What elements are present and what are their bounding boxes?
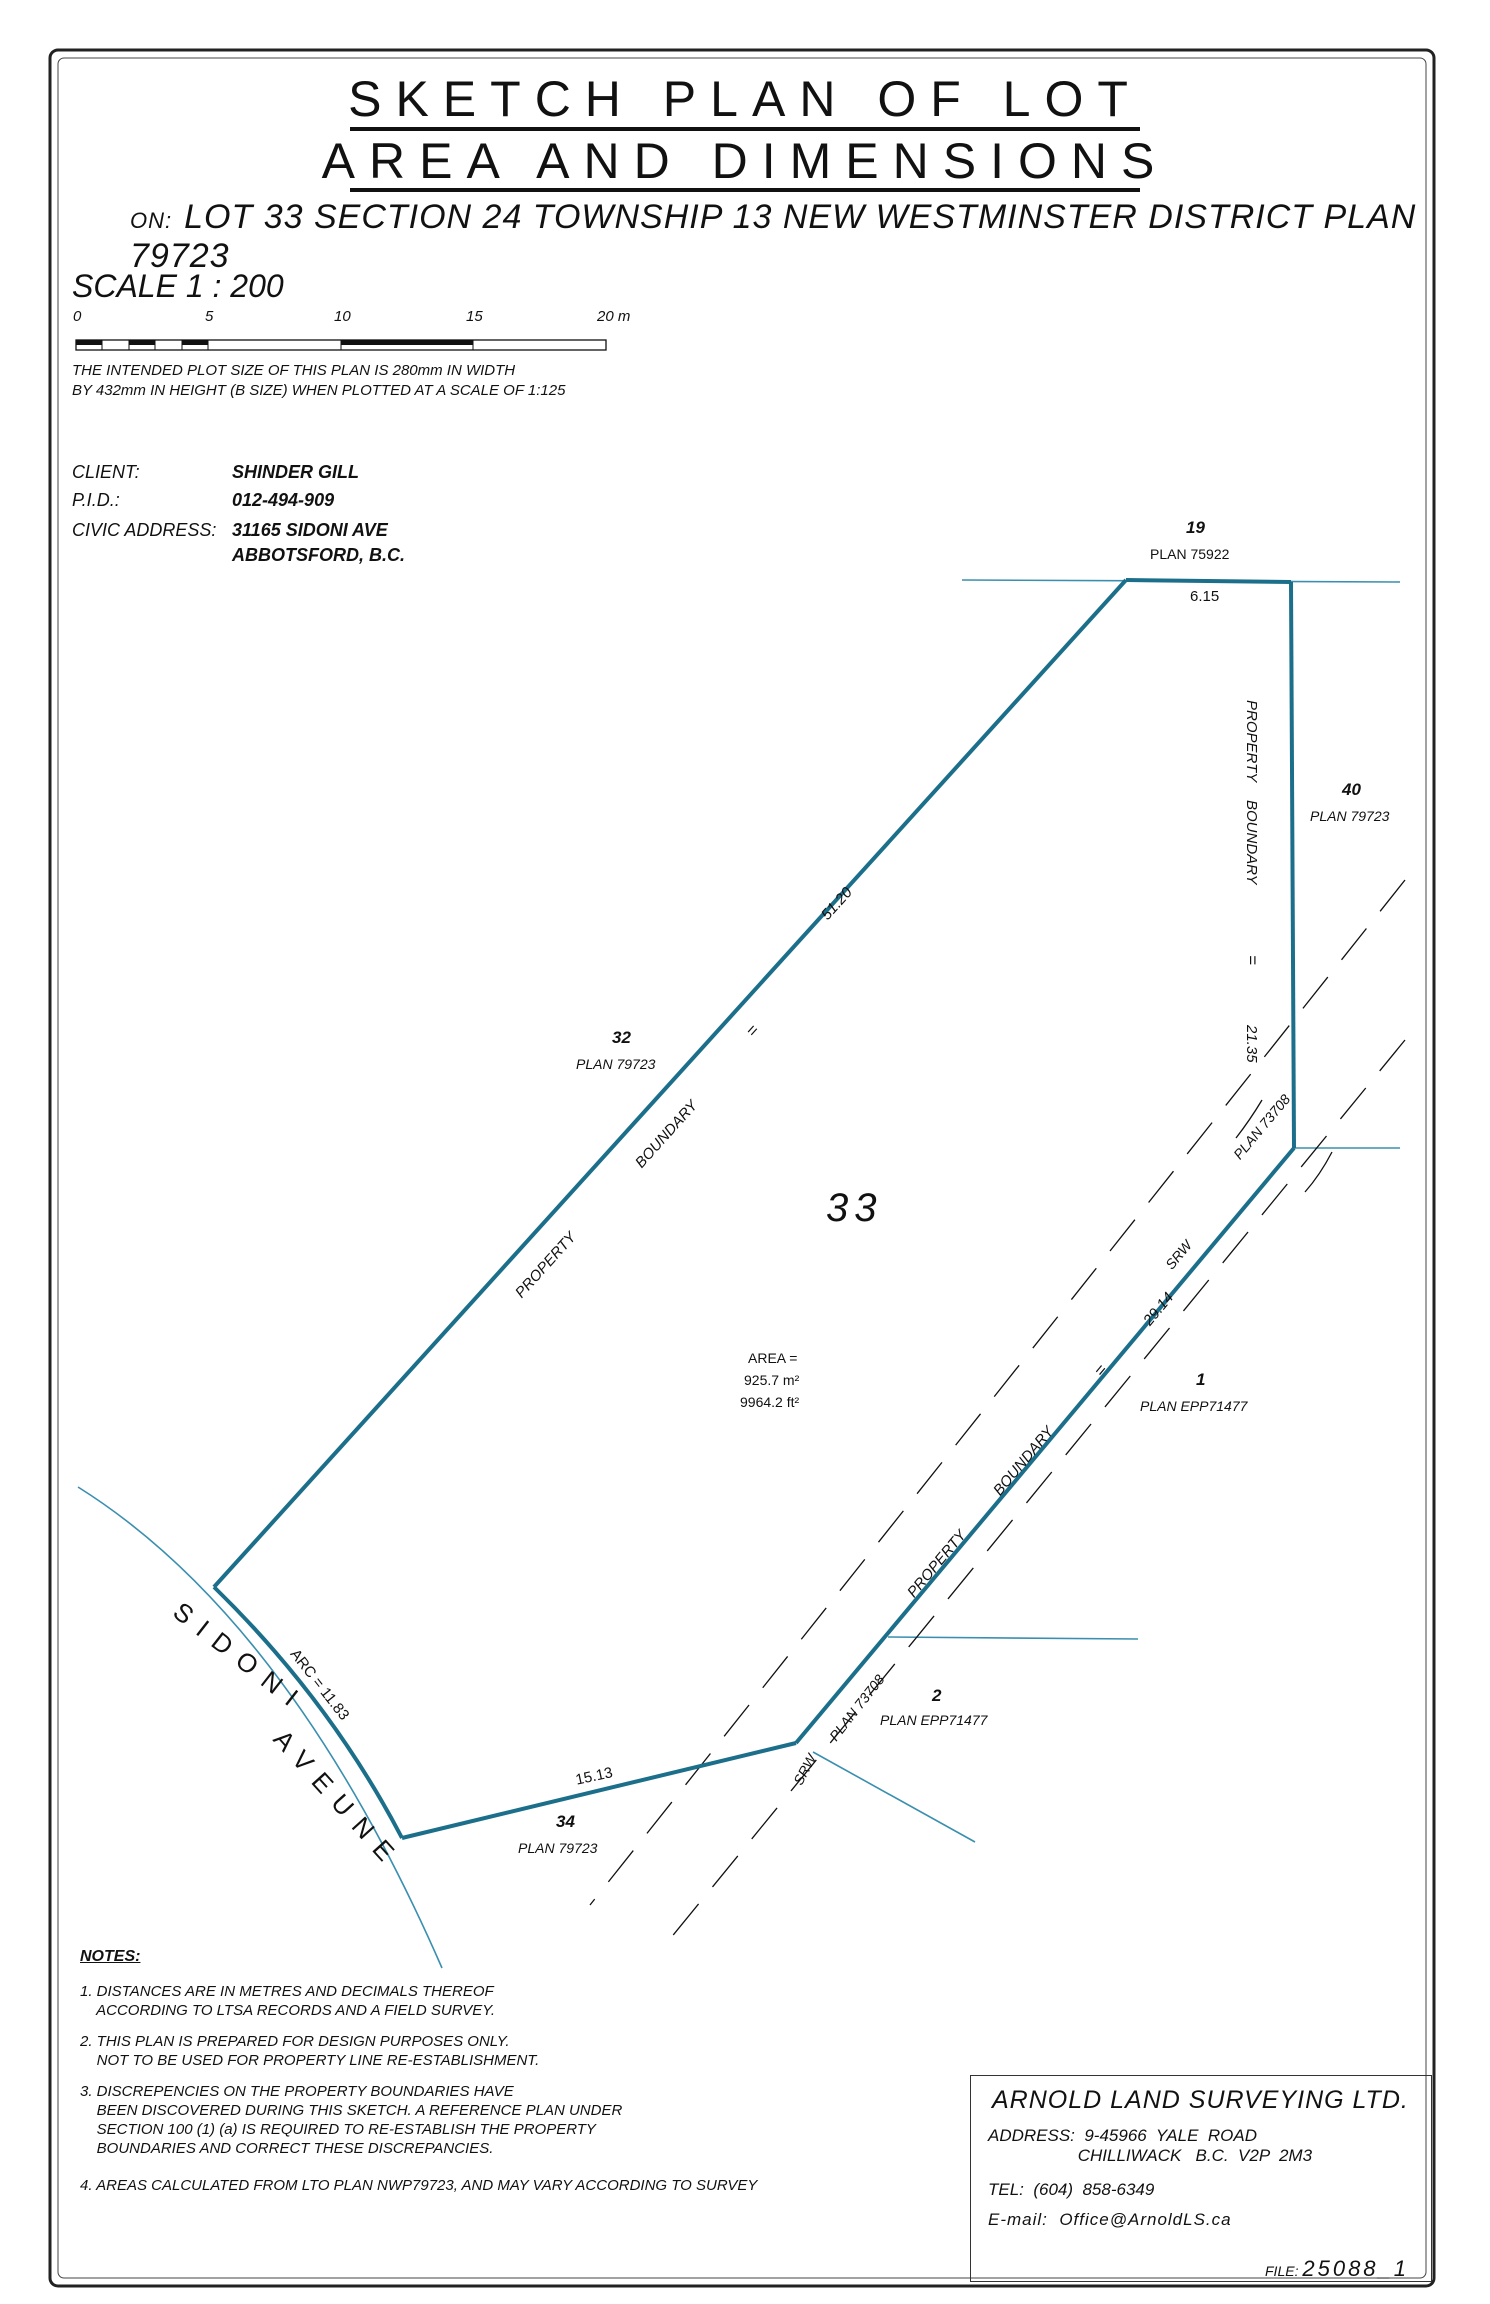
legal-text: LOT 33 SECTION 24 TOWNSHIP 13 NEW WESTMI… — [130, 198, 1417, 275]
note-3: 3. DISCREPENCIES ON THE PROPERTY BOUNDAR… — [80, 2083, 623, 2157]
lot-34-number: 34 — [556, 1812, 575, 1831]
title-line-1: SKETCH PLAN OF LOT — [348, 71, 1142, 127]
note-2: 2. THIS PLAN IS PREPARED FOR DESIGN PURP… — [80, 2033, 540, 2069]
lot-33-boundary — [212, 578, 1296, 1840]
scale-tick-20: 20 m — [597, 308, 631, 325]
civic-value-2: ABBOTSFORD, B.C. — [232, 545, 405, 565]
east-boundary-label: BOUNDARY — [1243, 800, 1260, 885]
plot-size-note-2: BY 432mm IN HEIGHT (B SIZE) WHEN PLOTTED… — [72, 382, 566, 399]
title-underline-2 — [350, 188, 1140, 192]
scale-label: SCALE 1 : 200 — [72, 268, 284, 304]
notes-heading: NOTES: — [80, 1948, 141, 1965]
lot2-line-lower — [812, 1751, 976, 1843]
srw-arcs — [1235, 1099, 1333, 1193]
note-4: 4. AREAS CALCULATED FROM LTO PLAN NWP797… — [80, 2177, 758, 2194]
company-tel: TEL: (604) 858-6349 — [988, 2180, 1155, 2199]
legal-description: ON:LOT 33 SECTION 24 TOWNSHIP 13 NEW WES… — [130, 198, 1490, 276]
se-boundary — [794, 1146, 1296, 1745]
dim-north: 6.15 — [1190, 588, 1220, 605]
outer-frame — [48, 48, 1436, 2288]
lot-2-number: 2 — [932, 1686, 942, 1705]
lot-40-number: 40 — [1342, 780, 1361, 799]
pid-value: 012-494-909 — [232, 490, 335, 510]
east-boundary — [1289, 581, 1296, 1149]
lot-32-number: 32 — [612, 1028, 631, 1047]
pid-label: P.I.D.: — [72, 490, 120, 510]
file-label: FILE: — [1265, 2263, 1299, 2279]
scale-tick-0: 0 — [73, 308, 82, 325]
on-prefix: ON: — [130, 208, 173, 233]
area-label: AREA = — [748, 1350, 798, 1366]
sidoni-ave-curb — [77, 1486, 443, 1969]
scale-tick-15: 15 — [466, 308, 483, 325]
lot-34-plan: PLAN 79723 — [518, 1840, 598, 1856]
plot-size-note-1: THE INTENDED PLOT SIZE OF THIS PLAN IS 2… — [72, 362, 516, 379]
client-label: CLIENT: — [72, 462, 140, 482]
north-boundary — [1125, 578, 1292, 584]
srw-line-upper — [589, 879, 1406, 1906]
civic-label: CIVIC ADDRESS: — [72, 520, 217, 540]
title-underline-1 — [350, 127, 1140, 131]
lot-40-plan: PLAN 79723 — [1310, 808, 1390, 824]
civic-value-1: 31165 SIDONI AVE — [232, 520, 388, 540]
lot-19-plan: PLAN 75922 — [1150, 546, 1230, 562]
lot-19-number: 19 — [1186, 518, 1205, 537]
note-1: 1. DISTANCES ARE IN METRES AND DECIMALS … — [80, 1983, 496, 2019]
arc-boundary — [212, 1585, 404, 1839]
company-address: ADDRESS: 9-45966 YALE ROAD CHILLIWACK B.… — [988, 2126, 1313, 2165]
east-property-label: PROPERTY — [1243, 700, 1260, 783]
scale-tick-10: 10 — [334, 308, 351, 325]
area-m2: 925.7 m² — [744, 1372, 800, 1388]
east-equals: = — [1243, 955, 1262, 965]
title-line-2: AREA AND DIMENSIONS — [321, 133, 1169, 189]
dim-east: 21.35 — [1243, 1025, 1260, 1063]
inner-frame — [57, 57, 1427, 2279]
scale-bar — [75, 339, 607, 351]
lot-2-plan: PLAN EPP71477 — [880, 1712, 988, 1728]
nw-boundary — [212, 578, 1128, 1589]
lot-1-plan: PLAN EPP71477 — [1140, 1398, 1248, 1414]
scale-tick-5: 5 — [205, 308, 214, 325]
file-value: 25088_1 — [1302, 2256, 1410, 2281]
title-block — [970, 2075, 1432, 2282]
adjacent-lines — [77, 579, 1401, 1969]
lot-1-number: 1 — [1196, 1370, 1206, 1389]
company-email: E-mail: Office@ArnoldLS.ca — [988, 2210, 1232, 2229]
area-ft2: 9964.2 ft² — [740, 1394, 800, 1410]
lot-number: 33 — [826, 1186, 883, 1230]
company-name: ARNOLD LAND SURVEYING LTD. — [992, 2086, 1409, 2114]
client-value: SHINDER GILL — [232, 462, 360, 482]
srw-dashed-lines — [589, 879, 1406, 1946]
lot2-line-upper — [887, 1636, 1139, 1640]
file-number: FILE: 25088_1 — [1265, 2256, 1409, 2282]
lot-32-plan: PLAN 79723 — [576, 1056, 656, 1072]
srw-line-lower — [664, 1039, 1406, 1946]
south-boundary — [401, 1741, 797, 1840]
